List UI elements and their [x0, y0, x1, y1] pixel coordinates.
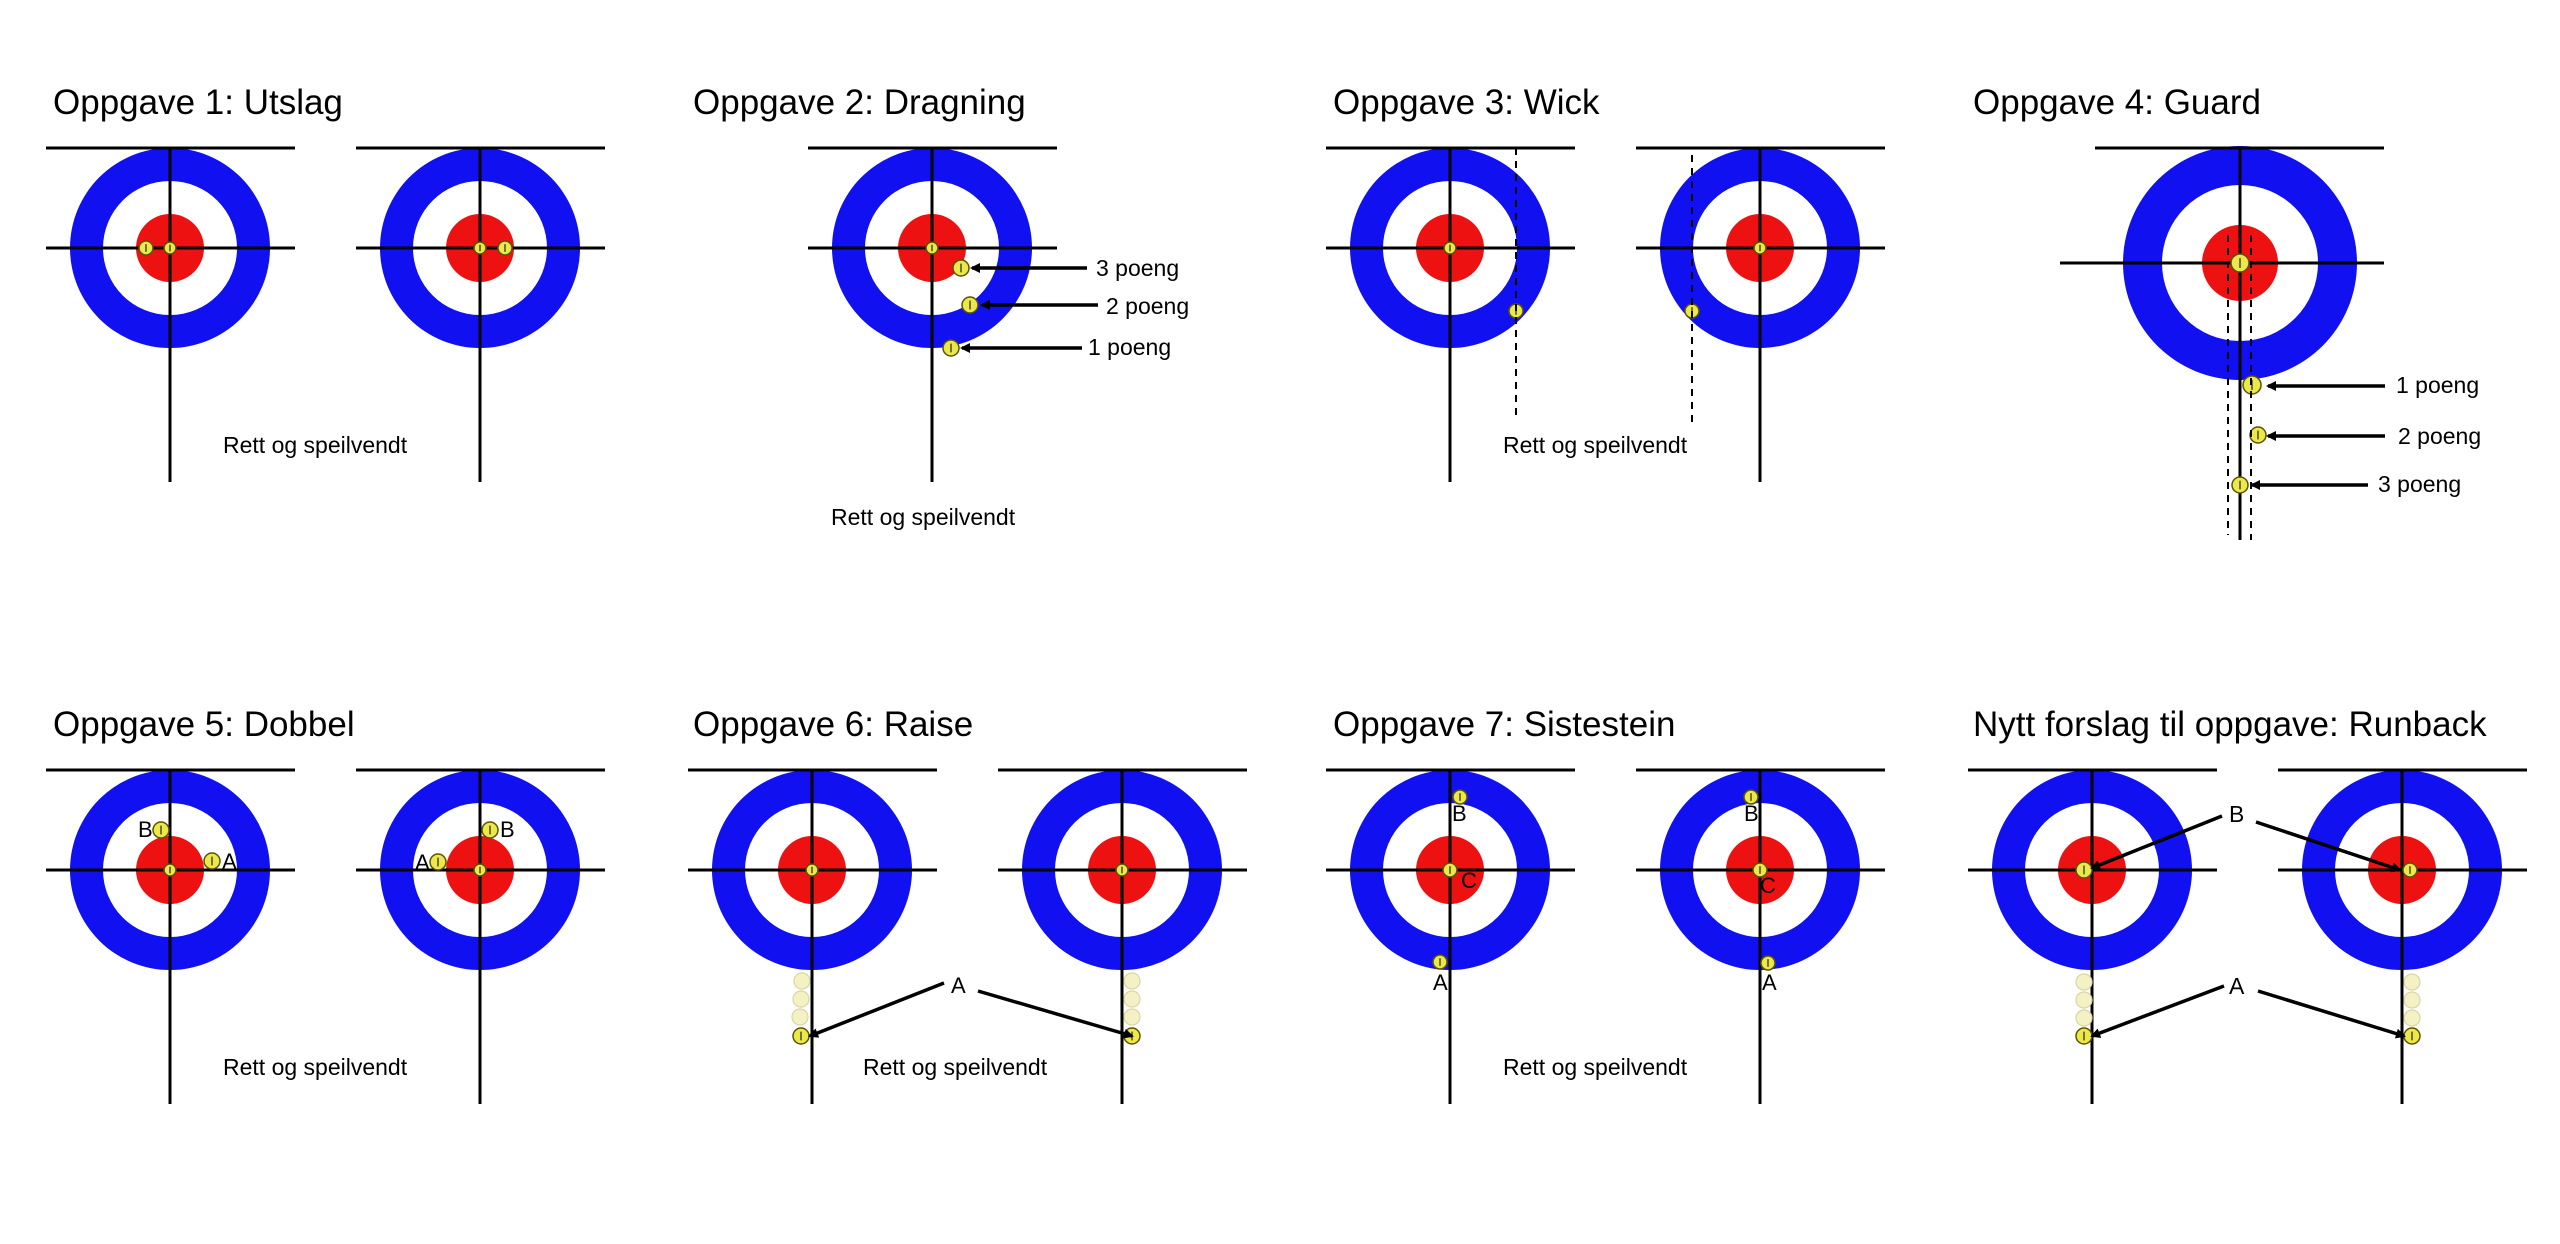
curling-stones [138, 240, 2421, 1045]
note-text: Rett og speilvendt [863, 1054, 1048, 1080]
stone-label-a: A [1762, 970, 1777, 995]
ghost-stone-icon [2075, 991, 2093, 1009]
stone-label-a: A [951, 973, 966, 998]
stone-label-c: C [1461, 868, 1477, 893]
note-text: Rett og speilvendt [1503, 432, 1688, 458]
curling-stone-icon [1432, 954, 1448, 970]
points-label: 2 poeng [1106, 293, 1189, 319]
curling-stone-icon [481, 821, 499, 839]
curling-stone-icon [1115, 863, 1129, 877]
panel-7-title: Oppgave 7: Sistestein [1333, 705, 1675, 744]
curling-stone-icon [2075, 1027, 2093, 1045]
panel-4-title: Oppgave 4: Guard [1973, 83, 2261, 122]
curling-stone-icon [2403, 1027, 2421, 1045]
curling-stone-icon [1752, 862, 1768, 878]
curling-stone-icon [163, 863, 177, 877]
curling-stone-icon [1743, 789, 1759, 805]
curling-house [2060, 146, 2384, 540]
stone-label-b: B [500, 817, 515, 842]
curling-stone-icon [925, 241, 939, 255]
curling-house [1968, 768, 2217, 1104]
arrow [2257, 989, 2406, 1039]
stone-label-b: B [2229, 801, 2244, 827]
curling-house [808, 146, 1057, 482]
curling-stone-icon [1443, 241, 1457, 255]
stone-label-c: C [1760, 873, 1776, 898]
curling-stone-icon [2075, 861, 2093, 879]
curling-stone-icon [429, 853, 447, 871]
stone-label-b: B [1744, 801, 1759, 826]
ghost-stone-icon [791, 1008, 809, 1026]
points-label: 1 poeng [1088, 334, 1171, 360]
curling-stone-icon [473, 241, 487, 255]
arrow [808, 981, 945, 1038]
panel-6-title: Oppgave 6: Raise [693, 705, 973, 744]
curling-stone-icon [163, 241, 177, 255]
curling-stone-icon [497, 240, 513, 256]
note-text: Rett og speilvendt [831, 504, 1016, 530]
points-label: 3 poeng [2378, 471, 2461, 497]
stone-label-a: A [1433, 970, 1448, 995]
panel-8-title: Nytt forslag til oppgave: Runback [1973, 705, 2487, 744]
ghost-stone-icon [2075, 1009, 2093, 1027]
curling-stone-icon [1452, 789, 1468, 805]
ghost-stone-icon [2403, 973, 2421, 991]
curling-stone-icon [2230, 253, 2250, 273]
arrow [977, 989, 1134, 1039]
curling-stone-icon [138, 240, 154, 256]
curling-stone-icon [473, 863, 487, 877]
panel-2-title: Oppgave 2: Dragning [693, 83, 1026, 122]
curling-stone-icon [152, 821, 170, 839]
stone-label-a: A [2229, 973, 2245, 999]
curling-stone-icon [1753, 241, 1767, 255]
note-text: Rett og speilvendt [223, 432, 408, 458]
note-text: Rett og speilvendt [1503, 1054, 1688, 1080]
ghost-stone-icon [1123, 1008, 1141, 1026]
curling-houses [46, 146, 2527, 1104]
ghost-stone-icon [2403, 991, 2421, 1009]
curling-stone-icon [961, 296, 979, 314]
ghost-stone-icon [2075, 973, 2093, 991]
note-text: Rett og speilvendt [223, 1054, 408, 1080]
panel-5-title: Oppgave 5: Dobbel [53, 705, 355, 744]
panel-3-title: Oppgave 3: Wick [1333, 83, 1600, 122]
ghost-stone-icon [793, 972, 811, 990]
points-label: 3 poeng [1096, 255, 1179, 281]
ghost-stone-icon [2403, 1009, 2421, 1027]
ghost-stone-icon [1123, 990, 1141, 1008]
curling-stone-icon [952, 259, 970, 277]
curling-stone-icon [805, 863, 819, 877]
arrow [2090, 814, 2223, 870]
stone-label-a: A [415, 850, 430, 875]
stone-label-a: A [222, 849, 237, 874]
curling-stone-icon [203, 852, 221, 870]
curling-stone-icon [1760, 955, 1776, 971]
curling-stone-icon [792, 1027, 810, 1045]
ghost-stone-icon [792, 990, 810, 1008]
curling-house [2278, 768, 2527, 1104]
stone-label-b: B [138, 817, 153, 842]
stone-label-b: B [1452, 801, 1467, 826]
curling-stone-icon [1442, 862, 1458, 878]
points-label: 2 poeng [2398, 423, 2481, 449]
curling-stone-icon [942, 339, 960, 357]
points-label: 1 poeng [2396, 372, 2479, 398]
arrow [2255, 820, 2402, 873]
arrow [2090, 984, 2225, 1038]
curling-stone-icon [2249, 426, 2267, 444]
ghost-stone-icon [1123, 972, 1141, 990]
panel-1-title: Oppgave 1: Utslag [53, 83, 343, 122]
curling-stone-icon [2231, 476, 2249, 494]
curling-stone-icon [2402, 862, 2418, 878]
